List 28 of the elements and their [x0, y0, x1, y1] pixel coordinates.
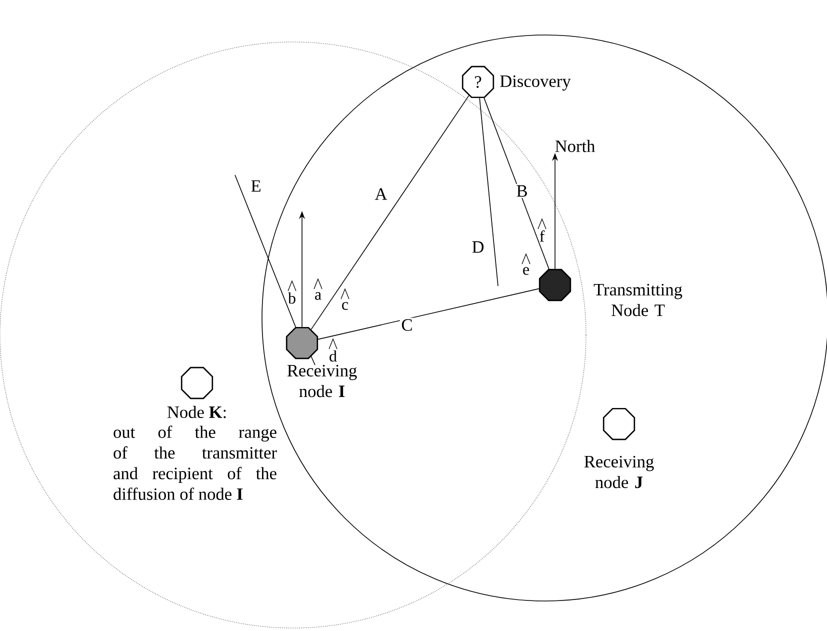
edge-label: E	[249, 179, 263, 193]
edge-label: A	[373, 186, 389, 202]
node-description: out of the range of the transmitter and recipient of the diffusion of node I	[114, 426, 277, 500]
node-label: Discovery	[500, 75, 571, 91]
node-label: Node K:	[167, 406, 226, 418]
edge-label: B	[514, 184, 530, 198]
edge-label: D	[470, 240, 486, 254]
node-symbol	[180, 366, 214, 400]
receiving-node	[286, 326, 318, 360]
transmitting-node	[538, 268, 572, 302]
angle-label: c	[340, 288, 350, 310]
discovery-node: ?	[462, 66, 494, 98]
angle-label: e	[522, 253, 530, 275]
angle-label: b	[288, 280, 296, 304]
node-label: Receiving node J	[584, 456, 654, 488]
connector-line	[310, 95, 470, 330]
angle-label: d	[328, 338, 338, 362]
node-label: Transmitting Node T	[594, 284, 682, 316]
direction-label: North	[555, 140, 595, 152]
connector-line	[318, 288, 540, 340]
edge-label: C	[400, 318, 414, 332]
angle-label: a	[314, 278, 322, 300]
connector-line	[484, 98, 550, 270]
connector-line	[234, 174, 296, 328]
angle-label: f	[538, 218, 546, 242]
connector-line	[479, 98, 498, 286]
receiving-node	[602, 408, 636, 440]
node-label: Receiving node I	[287, 364, 357, 398]
